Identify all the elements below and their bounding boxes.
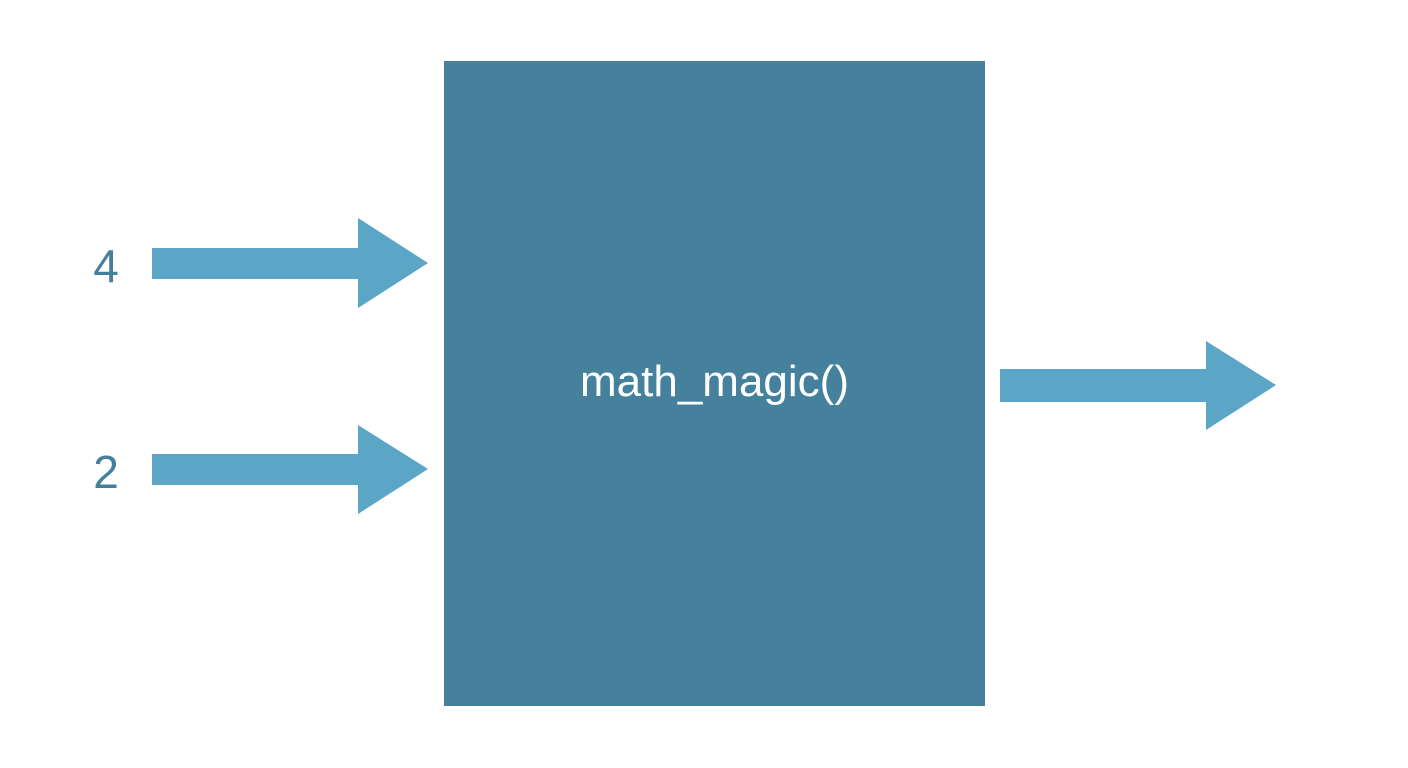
input-value-1: 4 [93,240,119,292]
output-arrow [1000,341,1276,430]
input-arrow-1 [152,218,428,308]
function-box-shape [444,61,985,706]
input-value-2: 2 [93,446,119,498]
input-arrow-2 [152,425,428,514]
function-box: math_magic() [444,61,985,706]
function-name-label: math_magic() [580,357,849,406]
